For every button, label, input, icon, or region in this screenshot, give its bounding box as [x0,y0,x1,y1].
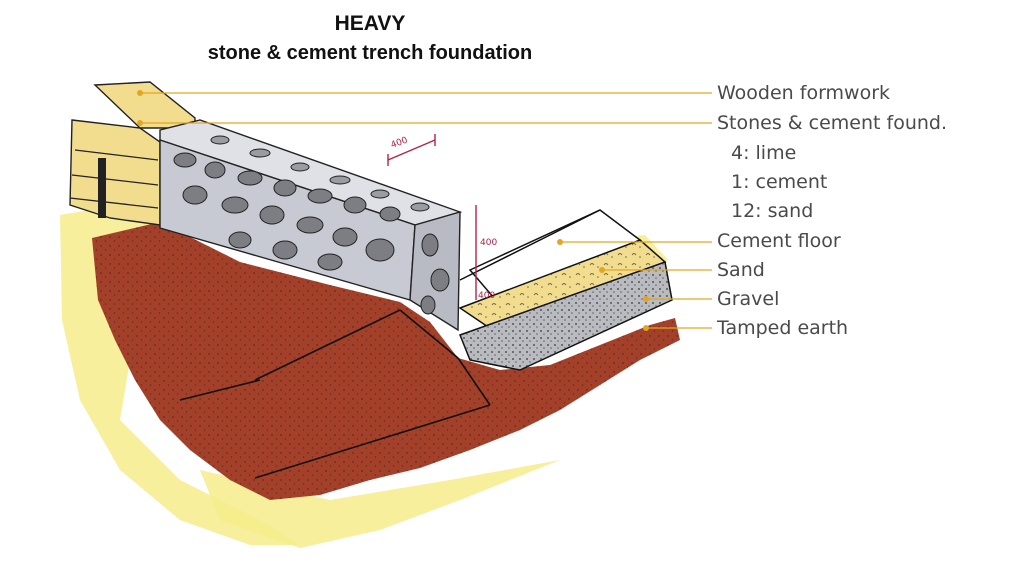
label-tamped-earth: Tamped earth [717,317,849,339]
dimension-markers [387,134,477,300]
yellow-wash-bottom [200,460,560,548]
leader-dot-cement-floor [557,239,563,245]
label-stones-cement: Stones & cement found. [717,112,948,134]
dimension-width: 400 [390,135,410,150]
label-mix-cement: 1: cement [731,171,828,193]
dimension-depth: 400 [478,291,495,301]
label-gravel: Gravel [717,288,780,310]
dimension-floor-height: 400 [480,238,497,248]
title-heavy: HEAVY [334,12,406,35]
leader-dot-tamped-earth [643,325,649,331]
label-mix-lime: 4: lime [731,142,797,164]
leader-dot-sand [599,267,605,273]
earth-shading [92,222,680,500]
label-mix-sand: 12: sand [731,200,814,222]
trench-outline [179,309,491,479]
label-wooden-formwork: Wooden formwork [717,82,891,104]
stone-wall [159,119,463,332]
leader-dot-gravel [643,296,649,302]
leader-dot-stones-cement [137,120,143,126]
label-cement-floor: Cement floor [717,230,841,252]
title-block: HEAVY stone & cement trench foundation [120,10,620,68]
wooden-formwork [69,81,196,226]
title-subtitle: stone & cement trench foundation [207,42,533,64]
leader-dot-wooden-formwork [137,90,143,96]
floor-layers [458,209,673,371]
leader-lines [140,92,712,329]
label-sand: Sand [717,259,765,281]
